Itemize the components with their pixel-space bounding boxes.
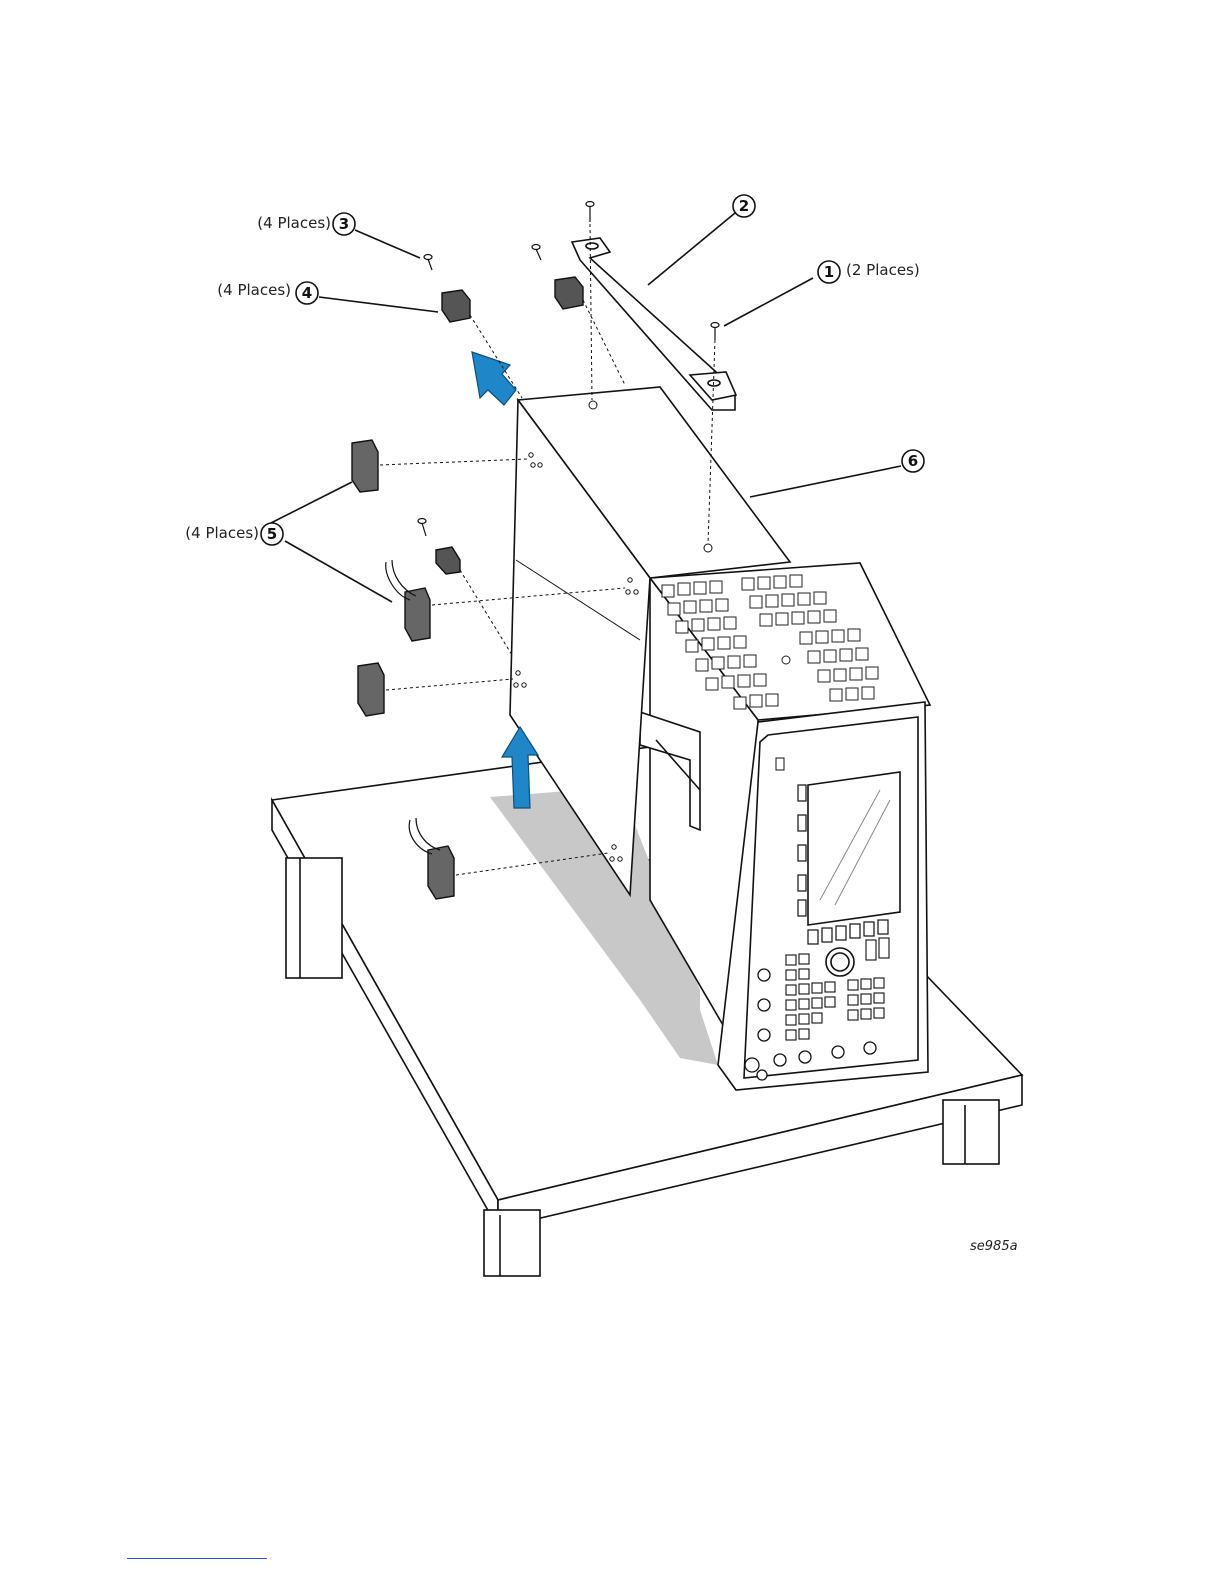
callout-1: 1 (2 Places): [818, 261, 920, 283]
callout-1-number: 1: [824, 263, 834, 281]
callout-5-number: 5: [267, 525, 277, 543]
callout-5: (4 Places) 5: [185, 523, 283, 545]
callout-1-qualifier: (2 Places): [846, 261, 920, 279]
callout-4-qualifier: (4 Places): [217, 281, 291, 299]
callout-4-number: 4: [302, 284, 312, 302]
callout-5-qualifier: (4 Places): [185, 524, 259, 542]
callout-3-number: 3: [339, 215, 349, 233]
callout-2: 2: [733, 195, 755, 217]
callout-6: 6: [902, 450, 924, 472]
callout-6-number: 6: [908, 452, 918, 470]
display-screen: [808, 772, 900, 925]
callout-3: (4 Places) 3: [257, 213, 355, 235]
figure-id-label: se985a: [970, 1239, 1018, 1254]
footer-rule: [127, 1558, 267, 1559]
callout-4: (4 Places) 4: [217, 281, 318, 304]
callout-3-qualifier: (4 Places): [257, 214, 331, 232]
callout-2-number: 2: [739, 197, 749, 215]
